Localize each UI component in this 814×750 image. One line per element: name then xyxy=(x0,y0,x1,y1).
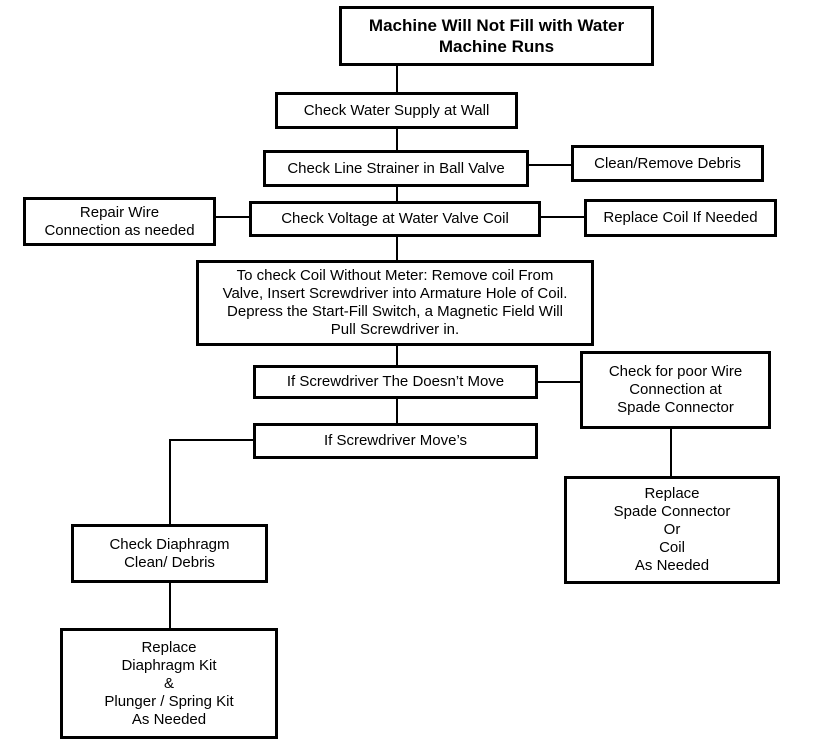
step-check-poor-wire: Check for poor Wire Connection at Spade … xyxy=(580,351,771,429)
step-screwdriver-moves: If Screwdriver Move’s xyxy=(253,423,538,459)
title-text: Machine Will Not Fill with Water Machine… xyxy=(368,16,625,56)
step-check-water-supply-text: Check Water Supply at Wall xyxy=(303,101,490,119)
step-replace-spade-connector: Replace Spade Connector Or Coil As Neede… xyxy=(564,476,780,584)
step-replace-coil: Replace Coil If Needed xyxy=(584,199,777,237)
step-check-diaphragm: Check Diaphragm Clean/ Debris xyxy=(71,524,268,583)
step-coil-test-instructions-text: To check Coil Without Meter: Remove coil… xyxy=(222,267,568,338)
step-screwdriver-not-move-text: If Screwdriver The Doesn’t Move xyxy=(286,373,505,390)
step-check-line-strainer: Check Line Strainer in Ball Valve xyxy=(263,150,529,187)
step-clean-remove-debris: Clean/Remove Debris xyxy=(571,145,764,182)
step-check-voltage-text: Check Voltage at Water Valve Coil xyxy=(281,210,509,227)
step-screwdriver-not-move: If Screwdriver The Doesn’t Move xyxy=(253,365,538,399)
title-box: Machine Will Not Fill with Water Machine… xyxy=(339,6,654,66)
step-check-voltage: Check Voltage at Water Valve Coil xyxy=(249,201,541,237)
step-check-water-supply: Check Water Supply at Wall xyxy=(275,92,518,129)
step-coil-test-instructions: To check Coil Without Meter: Remove coil… xyxy=(196,260,594,346)
step-repair-wire-text: Repair Wire Connection as needed xyxy=(44,203,195,239)
step-screwdriver-moves-text: If Screwdriver Move’s xyxy=(323,432,468,449)
step-replace-coil-text: Replace Coil If Needed xyxy=(603,209,758,226)
step-clean-remove-debris-text: Clean/Remove Debris xyxy=(594,154,741,172)
step-replace-diaphragm-kit-text: Replace Diaphragm Kit & Plunger / Spring… xyxy=(104,638,234,728)
step-replace-spade-connector-text: Replace Spade Connector Or Coil As Neede… xyxy=(613,485,731,574)
step-check-poor-wire-text: Check for poor Wire Connection at Spade … xyxy=(608,363,743,416)
step-check-diaphragm-text: Check Diaphragm Clean/ Debris xyxy=(109,535,230,571)
step-check-line-strainer-text: Check Line Strainer in Ball Valve xyxy=(287,159,505,177)
step-repair-wire: Repair Wire Connection as needed xyxy=(23,197,216,246)
step-replace-diaphragm-kit: Replace Diaphragm Kit & Plunger / Spring… xyxy=(60,628,278,739)
